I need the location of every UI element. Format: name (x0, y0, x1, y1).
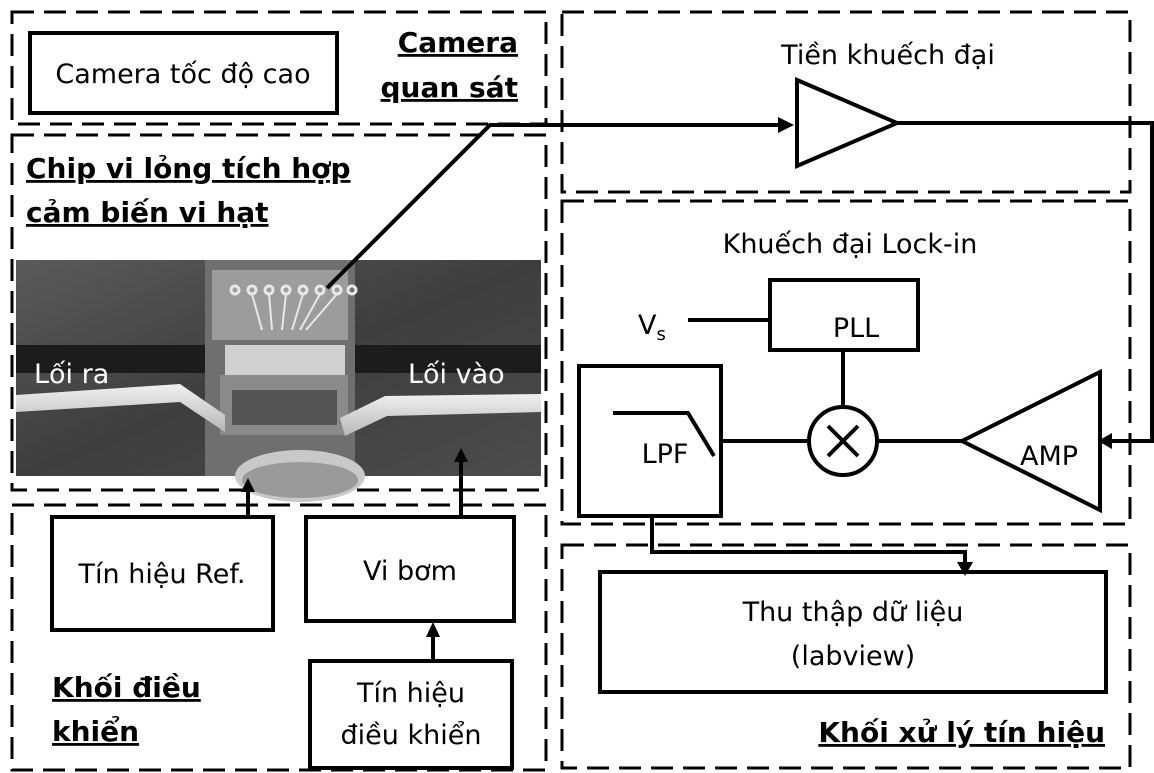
amp-label: AMP (1020, 441, 1078, 472)
processing-section-title: Khối xử lý tín hiệu (818, 716, 1105, 749)
daq-label-1: Thu thập dữ liệu (742, 597, 964, 628)
micropump-label: Vi bơm (363, 556, 457, 587)
daq-label-2: (labview) (791, 641, 915, 672)
camera-section-title-1: Camera (398, 26, 518, 59)
control-signal-label-2: điều khiển (341, 720, 482, 751)
preamp-input-arrowhead (778, 117, 794, 133)
ref-signal-label: Tín hiệu Ref. (78, 559, 246, 590)
high-speed-camera-label: Camera tốc độ cao (55, 59, 310, 90)
lpf-label: LPF (642, 439, 689, 470)
control-section-title-2: khiển (52, 714, 139, 748)
outlet-label: Lối ra (34, 359, 109, 390)
chip-section-title-1: Chip vi lỏng tích hợp (26, 152, 351, 185)
daq-box (600, 572, 1106, 692)
inlet-label: Lối vào (408, 359, 505, 390)
chip-section-title-2: cảm biến vi hạt (26, 196, 269, 229)
control-signal-label-1: Tín hiệu (356, 678, 465, 709)
preamp-section-title: Tiền khuếch đại (780, 40, 995, 71)
lockin-section-title: Khuếch đại Lock-in (723, 229, 978, 260)
camera-section-title-2: quan sát (381, 71, 519, 104)
preamp-triangle (797, 80, 897, 166)
control-section-title-1: Khối điều (52, 671, 201, 704)
pll-label: PLL (833, 313, 879, 344)
vs-label: Vs (638, 310, 666, 345)
control-arrowhead (426, 622, 440, 637)
